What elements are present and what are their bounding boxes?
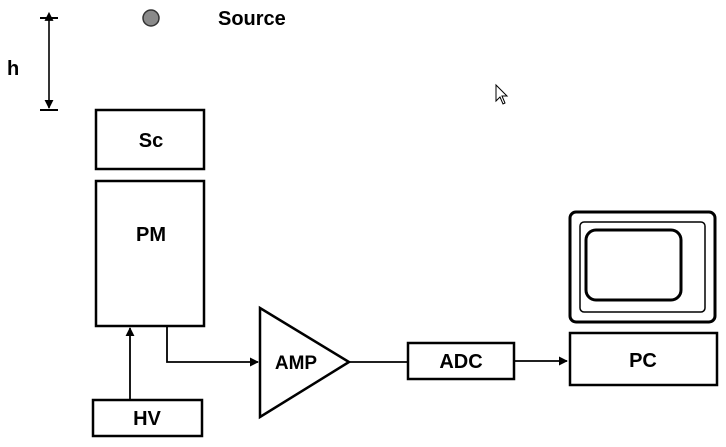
- high-voltage-box: [91, 398, 204, 438]
- adc-box: [406, 341, 516, 381]
- photomultiplier-label: PM: [136, 224, 166, 246]
- scintillator-box: [94, 108, 206, 171]
- monitor-screen: [584, 228, 683, 302]
- pm-to-amp-arrow: [166, 326, 259, 367]
- mouse-pointer-icon: [495, 83, 509, 105]
- pc-box: [568, 331, 719, 387]
- amplifier-triangle: [258, 305, 352, 420]
- height-label: h: [7, 58, 19, 80]
- adc-label: ADC: [439, 351, 482, 373]
- photomultiplier-box: [94, 179, 206, 328]
- source-dot: [142, 9, 160, 27]
- high-voltage-label: HV: [133, 408, 161, 430]
- computer-monitor-icon: [568, 210, 717, 324]
- source-label: Source: [218, 8, 286, 30]
- scintillator-label: Sc: [139, 130, 163, 152]
- amplifier-label: AMP: [275, 353, 318, 374]
- pc-label: PC: [629, 350, 657, 372]
